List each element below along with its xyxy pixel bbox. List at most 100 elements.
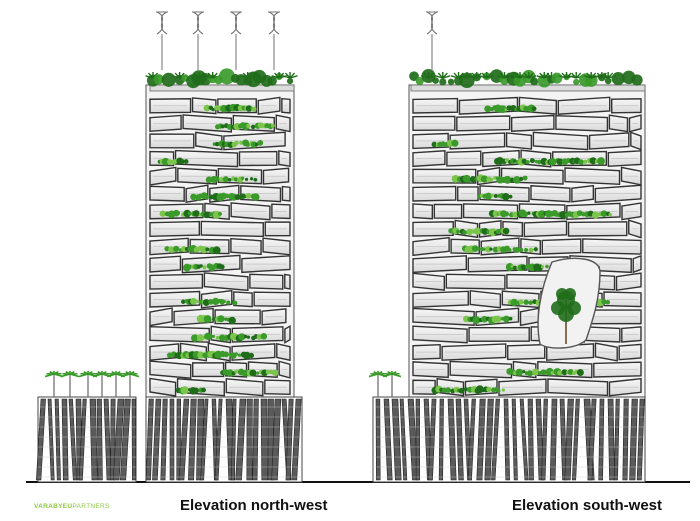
roof-tree-canopy <box>218 68 235 85</box>
podium-fin <box>636 398 645 481</box>
podium-fin <box>613 398 620 481</box>
planter-foliage <box>472 316 481 324</box>
podium-fin <box>252 398 259 481</box>
roof-palm-frond <box>174 72 181 79</box>
podium-fin <box>571 398 580 481</box>
planter-foliage <box>489 177 494 182</box>
planter-foliage <box>212 297 220 306</box>
planter-foliage <box>451 139 459 147</box>
planter-foliage <box>561 369 568 376</box>
podium-fin <box>178 398 190 481</box>
podium-fin <box>230 398 237 481</box>
planter-foliage <box>513 246 520 254</box>
podium-fin <box>200 398 209 481</box>
planter-foliage <box>431 141 438 148</box>
planter-foliage <box>463 387 468 392</box>
planter-foliage <box>490 193 495 198</box>
planter-foliage <box>519 247 524 252</box>
podium-fin <box>467 398 476 481</box>
planter-foliage <box>240 176 245 180</box>
planter-foliage <box>522 370 526 374</box>
planter-foliage <box>515 368 523 376</box>
planter-foliage <box>489 247 493 251</box>
roof-tree-canopy <box>409 71 419 82</box>
planter-foliage <box>199 264 203 268</box>
planter-foliage <box>245 105 253 112</box>
planter-foliage <box>502 315 510 323</box>
roof-palm-frond <box>586 72 592 79</box>
podium-fin <box>491 398 500 481</box>
podium-fin <box>47 398 55 481</box>
planter-foliage <box>243 334 248 339</box>
planter-foliage <box>531 106 537 112</box>
podium-fin <box>285 398 294 481</box>
tree-icon <box>558 306 574 322</box>
planter-foliage <box>226 300 231 305</box>
planter-foliage <box>475 385 484 394</box>
planter-foliage <box>180 386 189 395</box>
roof-tree-canopy <box>551 72 563 84</box>
roof-palm-frond <box>603 72 609 79</box>
roof-palm-frond <box>193 72 200 79</box>
planter-foliage <box>211 334 216 339</box>
planter-foliage <box>159 210 166 217</box>
planter-foliage <box>202 265 207 270</box>
tree-icon <box>564 288 576 300</box>
podium-fin <box>622 398 629 481</box>
planter-foliage <box>193 387 200 394</box>
planter-foliage <box>238 333 246 341</box>
podium-fin <box>78 398 87 481</box>
podium-fin <box>564 398 574 481</box>
roof-palm-frond <box>207 72 214 79</box>
planter-foliage <box>212 246 221 255</box>
planter-foliage <box>536 159 542 165</box>
planter-foliage <box>234 369 239 374</box>
firm-logo-part1: VARABYEU <box>34 503 73 510</box>
roof-palm-frond <box>471 72 478 79</box>
planter-foliage <box>194 299 199 304</box>
planter-foliage <box>513 176 521 184</box>
planter-foliage <box>583 159 588 164</box>
planter-foliage <box>190 297 197 305</box>
planter-foliage <box>271 369 279 376</box>
planter-foliage <box>200 246 208 254</box>
wind-turbine-icon <box>192 11 204 35</box>
roof-palm-frond <box>147 72 154 79</box>
podium-fin <box>527 398 534 481</box>
roof-tree-canopy <box>604 77 612 85</box>
planter-foliage <box>496 176 504 184</box>
planter-foliage <box>211 107 215 112</box>
planter-foliage <box>227 177 232 182</box>
podium-sw-palms <box>368 371 402 397</box>
planter-foliage <box>482 247 486 251</box>
planter-foliage <box>192 210 200 217</box>
podium-fin <box>383 398 393 481</box>
wind-turbine-icon <box>268 11 280 35</box>
tower-north-west <box>145 11 298 398</box>
planter-foliage <box>533 247 538 252</box>
planter-foliage <box>528 300 533 305</box>
podium-fin <box>598 398 605 481</box>
palm-tree-icon <box>391 373 402 378</box>
planter-foliage <box>518 299 524 305</box>
planter-foliage <box>249 177 254 181</box>
planter-foliage <box>245 193 252 199</box>
planter-foliage <box>224 193 230 199</box>
planter-foliage <box>256 371 260 375</box>
roof-tree-canopy <box>530 77 539 86</box>
roof-palm-frond <box>528 75 537 79</box>
podium-fin <box>415 398 421 481</box>
planter-foliage <box>215 141 220 147</box>
tower-nw-roof-garden <box>145 68 298 92</box>
planter-foliage <box>226 369 234 377</box>
roof-palm-frond <box>508 72 515 79</box>
tower-sw-roof-garden <box>409 68 646 92</box>
podium-nw-palms <box>44 371 140 397</box>
planter-foliage <box>212 317 216 321</box>
planter-foliage <box>484 192 492 200</box>
planter-foliage <box>502 192 510 201</box>
planter-foliage <box>522 211 528 218</box>
planter-foliage <box>550 370 555 375</box>
planter-foliage <box>592 211 600 219</box>
roof-tree-canopy <box>286 77 294 85</box>
